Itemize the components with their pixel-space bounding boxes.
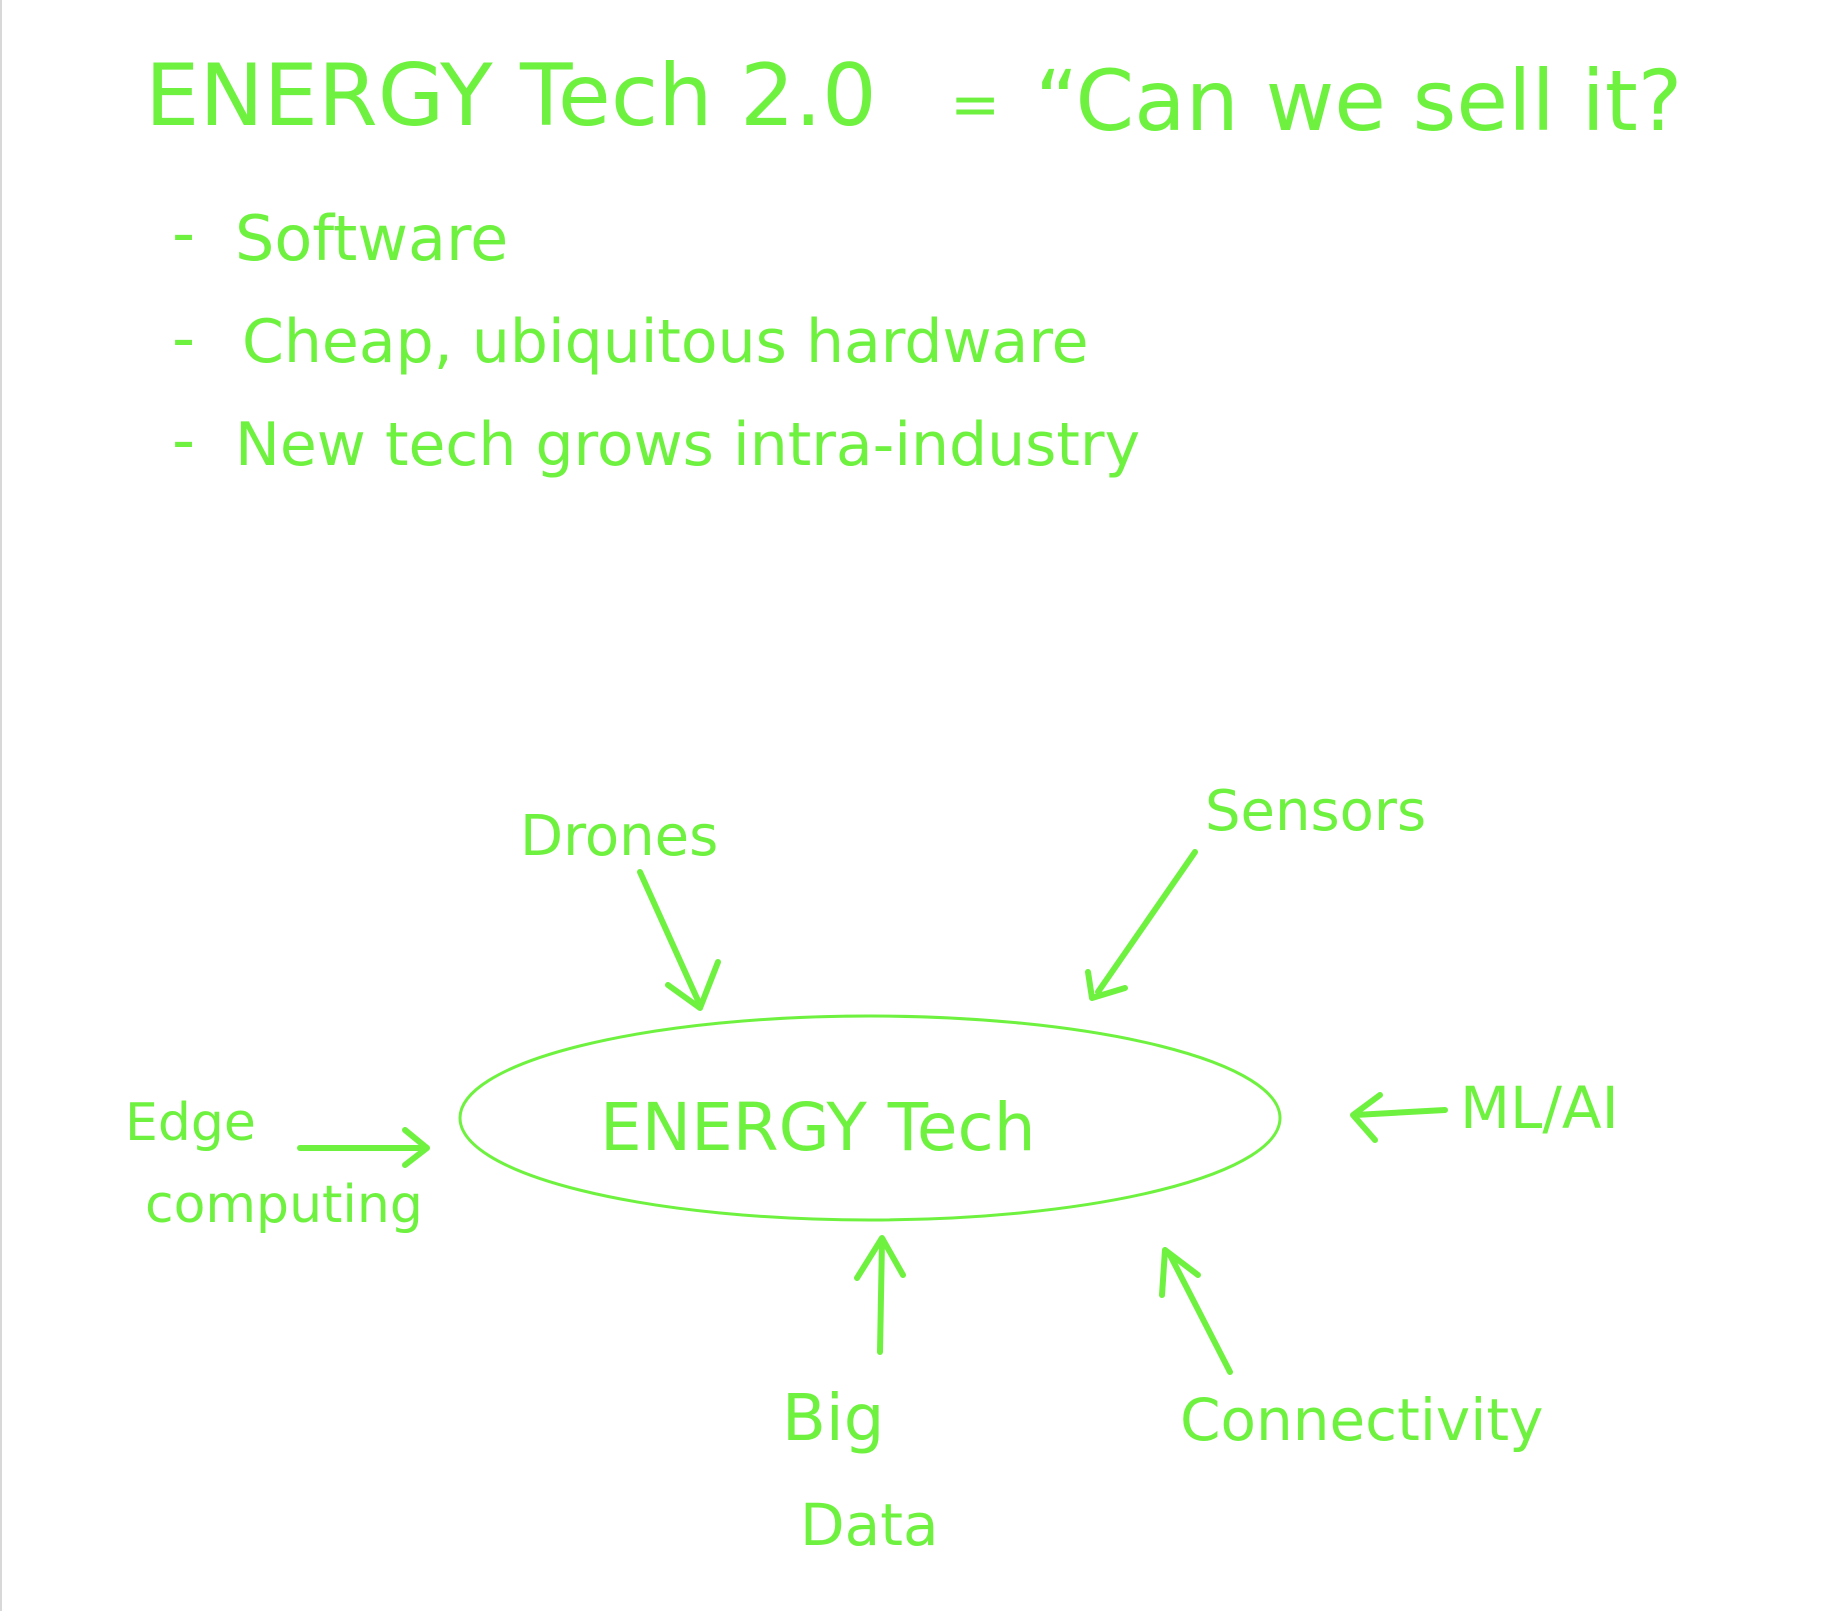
arrow-sensors-head	[1085, 969, 1128, 1001]
arrow-sensors-shaft	[1095, 849, 1198, 995]
bullet-text-1: Software	[235, 202, 508, 275]
bullet-text-2: Cheap, ubiquitous hardware	[242, 307, 1089, 377]
heading-question: “Can we sell it?	[1035, 52, 1682, 150]
label-connectivity: Connectivity	[1180, 1386, 1543, 1454]
bullet-dash-2: -	[172, 302, 195, 376]
bullet-dash-1: -	[172, 197, 195, 271]
bullet-text-3: New tech grows intra-industry	[235, 410, 1140, 480]
arrow-edge-head	[402, 1127, 430, 1168]
arrow-mlai-shaft	[1352, 1107, 1448, 1118]
label-edge-line2: computing	[145, 1175, 423, 1235]
arrow-drones-head	[665, 959, 721, 1011]
arrow-mlai-head	[1350, 1092, 1383, 1143]
label-big-data-line1: Big	[782, 1382, 884, 1456]
arrow-drones-shaft	[637, 869, 703, 1008]
arrow-connectivity-shaft	[1167, 1252, 1233, 1375]
heading-equals: =	[950, 70, 1000, 140]
bullet-dash-3: -	[172, 404, 195, 478]
arrow-connectivity-head	[1159, 1247, 1201, 1298]
energy-tech-ellipse	[458, 1014, 1282, 1222]
heading-title: ENERGY Tech 2.0	[145, 46, 877, 146]
arrow-bigdata-head	[854, 1235, 906, 1281]
label-ml-ai: ML/AI	[1460, 1074, 1619, 1142]
center-label: ENERGY Tech	[600, 1089, 1036, 1166]
label-edge-line1: Edge	[125, 1093, 256, 1153]
left-border	[0, 0, 2, 1611]
label-drones: Drones	[520, 804, 718, 869]
label-big-data-line2: Data	[800, 1491, 939, 1559]
label-sensors: Sensors	[1205, 779, 1426, 844]
arrow-bigdata-shaft	[877, 1237, 885, 1355]
